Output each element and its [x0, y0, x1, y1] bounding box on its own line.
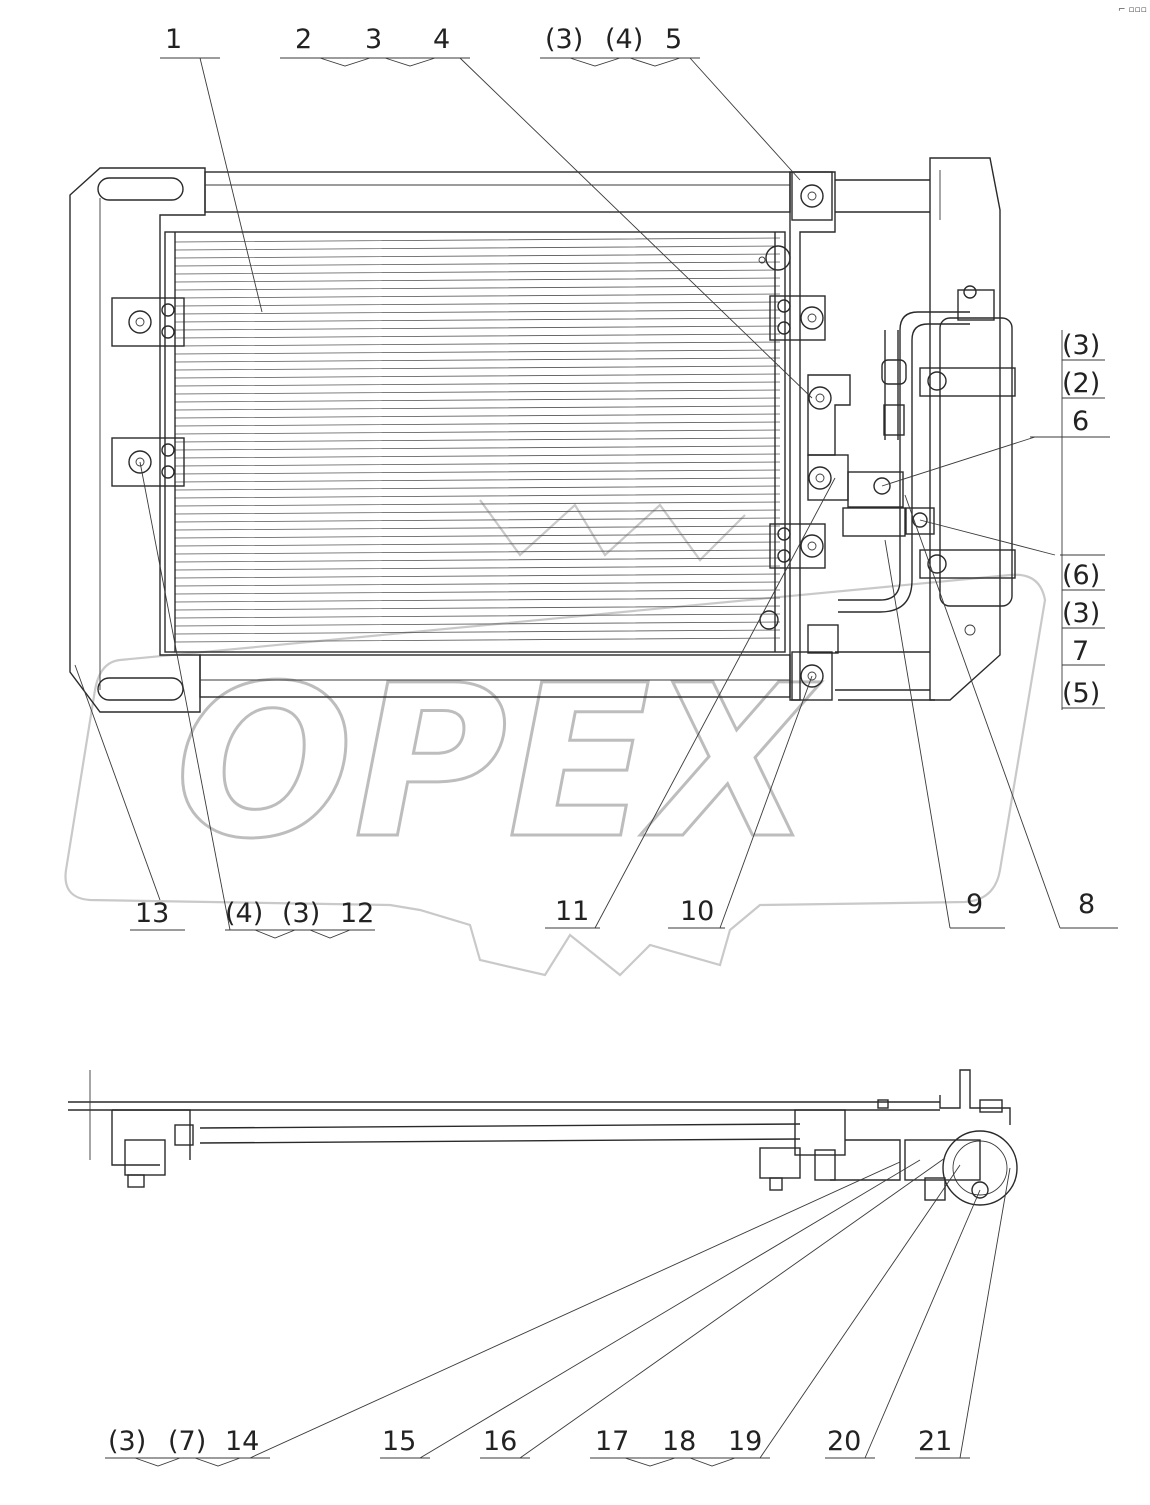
leader-lines: [74, 57, 1118, 1467]
callout-21: 21: [918, 1426, 952, 1457]
callout-labels: 1 2 3 4 (3) (4) 5 (3) (2) 6 (6) (3) 7 (5…: [108, 24, 1100, 1457]
callout-15: 15: [382, 1426, 416, 1457]
callout-4-paren-top: (4): [605, 24, 643, 55]
callout-17: 17: [595, 1426, 629, 1457]
callout-10: 10: [680, 896, 714, 927]
callout-2: 2: [295, 24, 312, 55]
callout-3: 3: [365, 24, 382, 55]
callout-9: 9: [966, 889, 983, 920]
callout-1: 1: [165, 24, 182, 55]
callout-7: 7: [1072, 636, 1089, 667]
callout-4-paren-bottom: (4): [225, 898, 263, 929]
condenser-side-view: [68, 1069, 1018, 1206]
callout-12: 12: [340, 898, 374, 929]
callout-18: 18: [662, 1426, 696, 1457]
callout-3-paren-bottom: (3): [282, 898, 320, 929]
callout-5: 5: [665, 24, 682, 55]
callout-4: 4: [433, 24, 450, 55]
callout-2-paren: (2): [1062, 368, 1100, 399]
callout-3-paren-top: (3): [545, 24, 583, 55]
corner-mark: ⌐ ▫▫▫: [1118, 5, 1147, 15]
callout-14: 14: [225, 1426, 259, 1457]
callout-19: 19: [728, 1426, 762, 1457]
callout-7-paren-side: (7): [168, 1426, 206, 1457]
callout-8: 8: [1078, 889, 1095, 920]
callout-3-paren-right-a: (3): [1062, 330, 1100, 361]
watermark-text: OPEX: [175, 640, 822, 885]
callout-6-paren: (6): [1062, 560, 1100, 591]
callout-13: 13: [135, 898, 169, 929]
callout-11: 11: [555, 896, 589, 927]
callout-3-paren-side: (3): [108, 1426, 146, 1457]
condenser-front-view: [69, 157, 1016, 713]
callout-16: 16: [483, 1426, 517, 1457]
callout-6: 6: [1072, 406, 1089, 437]
condenser-core-fins: [174, 237, 781, 643]
callout-3-paren-right-b: (3): [1062, 598, 1100, 629]
callout-5-paren: (5): [1062, 678, 1100, 709]
callout-20: 20: [827, 1426, 861, 1457]
